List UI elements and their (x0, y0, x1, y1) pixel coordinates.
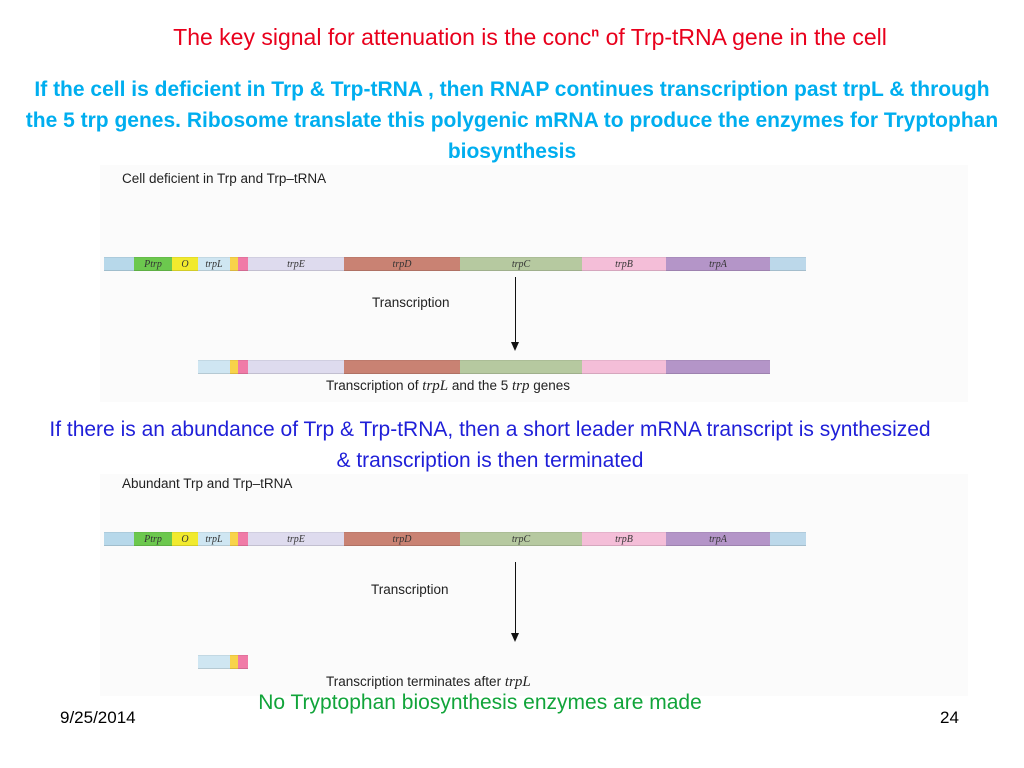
transcription-arrow-line (515, 562, 516, 634)
footer-date: 9/25/2014 (60, 708, 136, 727)
title-superscript: n (591, 24, 600, 40)
slide-title: The key signal for attenuation is the co… (0, 24, 1024, 51)
caption-prefix: Transcription terminates after (326, 674, 505, 689)
gene-segment-spacer (770, 532, 806, 546)
mrna-segment (230, 655, 238, 669)
mrna-segment (582, 360, 666, 374)
caption-middle: and the 5 (448, 378, 512, 393)
gene-segment-o: O (172, 532, 198, 546)
mrna-segment (460, 360, 582, 374)
mrna-segment (248, 360, 344, 374)
caption-suffix: genes (529, 378, 571, 393)
caption-gene: trpL (422, 378, 449, 394)
gene-segment-spacer (104, 532, 134, 546)
gene-segment-ptrp: Ptrp (134, 257, 172, 271)
conclusion-text: No Tryptophan biosynthesis enzymes are m… (258, 691, 702, 714)
caption-genes-word: trp (511, 378, 530, 394)
gene-segment-trpl: trpL (198, 257, 230, 271)
gene-segment-trpl: trpL (198, 532, 230, 546)
gene-segment-spacer (104, 257, 134, 271)
caption-gene: trpL (504, 674, 531, 690)
gene-segment-spacer (770, 257, 806, 271)
full-mrna-transcript (198, 360, 770, 374)
abundant-explanation: If there is an abundance of Trp & Trp-tR… (49, 418, 931, 472)
gene-segment-trpa: trpA (666, 532, 770, 546)
mrna-segment (198, 360, 230, 374)
gene-segment-trpd: trpD (344, 532, 460, 546)
mrna-segment (238, 360, 248, 374)
title-text: The key signal for attenuation is the co… (173, 24, 592, 50)
deficient-diagram-heading: Cell deficient in Trp and Trp–tRNA (122, 171, 327, 186)
gene-segment-trpe: trpE (248, 532, 344, 546)
transcription-arrow-line (515, 277, 516, 343)
mrna-segment (666, 360, 770, 374)
deficient-caption: Transcription of trpL and the 5 trp gene… (326, 378, 570, 395)
transcription-arrow-head-icon (511, 633, 519, 642)
transcription-label: Transcription (371, 582, 449, 597)
page-number: 24 (940, 708, 959, 727)
gene-segment-o: O (172, 257, 198, 271)
gene-segment-trpd: trpD (344, 257, 460, 271)
gene-segment-trpe: trpE (248, 257, 344, 271)
mrna-segment (230, 360, 238, 374)
gene-segment-spacer (238, 532, 248, 546)
title-text-after: of Trp-tRNA gene in the cell (599, 24, 887, 50)
gene-segment-spacer (230, 532, 238, 546)
transcription-arrow-head-icon (511, 342, 519, 351)
deficient-explanation: If the cell is deficient in Trp & Trp-tR… (25, 78, 999, 163)
gene-segment-trpb: trpB (582, 532, 666, 546)
mrna-segment (344, 360, 460, 374)
gene-segment-ptrp: Ptrp (134, 532, 172, 546)
gene-segment-spacer (230, 257, 238, 271)
mrna-segment (198, 655, 230, 669)
gene-segment-trpc: trpC (460, 257, 582, 271)
gene-segment-spacer (238, 257, 248, 271)
transcription-label: Transcription (372, 295, 450, 310)
gene-segment-trpb: trpB (582, 257, 666, 271)
mrna-segment (238, 655, 248, 669)
abundant-caption: Transcription terminates after trpL (326, 674, 531, 691)
leader-mrna-transcript (198, 655, 248, 669)
gene-segment-trpa: trpA (666, 257, 770, 271)
gene-segment-trpc: trpC (460, 532, 582, 546)
abundant-diagram-heading: Abundant Trp and Trp–tRNA (122, 476, 293, 491)
caption-prefix: Transcription of (326, 378, 423, 393)
